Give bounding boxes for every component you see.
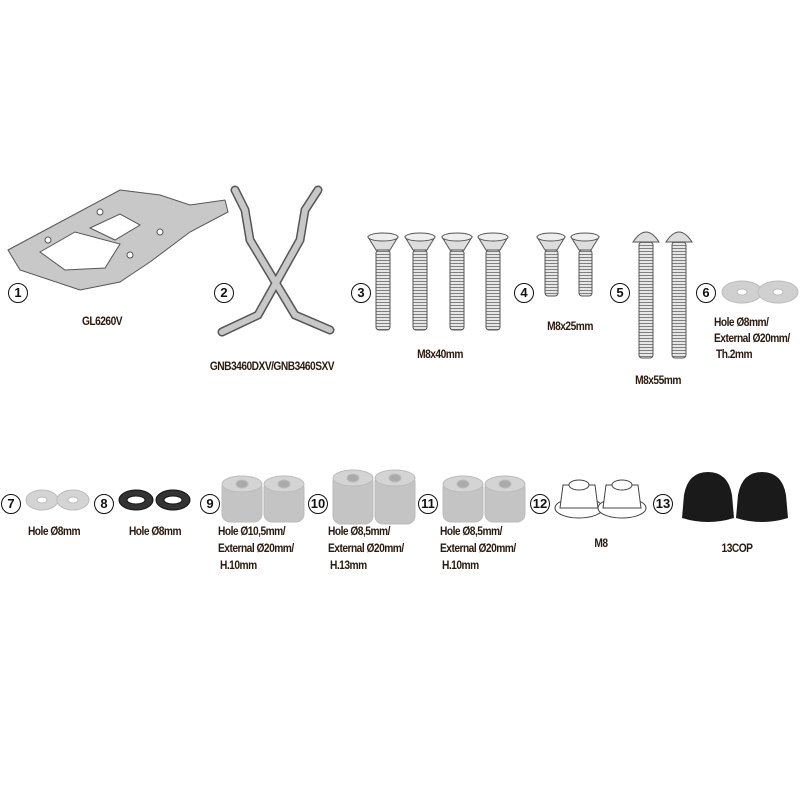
item-label-10-line-1: Hole Ø8,5mm/ <box>328 524 390 538</box>
spacers-item-11 <box>442 475 526 523</box>
spacers-item-9 <box>221 475 305 523</box>
item-label-11-line-2: External Ø20mm/ <box>440 541 516 555</box>
item-label-8: Hole Ø8mm <box>128 524 182 538</box>
plate-gl6260v <box>7 189 229 291</box>
item-label-9-line-3: H.10mm <box>220 558 257 572</box>
item-number-12: 12 <box>530 494 550 514</box>
item-label-3: M8x40mm <box>417 347 463 361</box>
washers-item-6 <box>721 280 799 304</box>
item-label-10-line-3: H.13mm <box>330 558 367 572</box>
item-label-10-line-2: External Ø20mm/ <box>328 541 404 555</box>
item-number-7: 7 <box>1 494 21 514</box>
item-label-4: M8x25mm <box>547 319 593 333</box>
item-label-2: GNB3460DXV/GNB3460SXV <box>209 359 335 373</box>
item-number-2: 2 <box>214 283 234 303</box>
item-label-1: GL6260V <box>81 314 123 328</box>
item-label-13: 13COP <box>721 541 753 555</box>
item-label-6-line-1: Hole Ø8mm/ <box>714 315 769 329</box>
bolts-m8x55 <box>632 231 693 359</box>
item-number-5: 5 <box>610 283 630 303</box>
washers-item-7 <box>25 489 90 511</box>
item-number-3: 3 <box>351 283 371 303</box>
item-label-9-line-2: External Ø20mm/ <box>218 541 294 555</box>
item-label-7: Hole Ø8mm <box>27 524 81 538</box>
item-number-9: 9 <box>200 494 220 514</box>
item-label-6-line-2: External Ø20mm/ <box>714 331 790 345</box>
spacers-item-10 <box>332 469 416 525</box>
item-label-12: M8 <box>594 536 608 550</box>
item-label-6-line-3: Th.2mm <box>716 347 753 361</box>
item-number-10: 10 <box>308 494 328 514</box>
item-number-13: 13 <box>653 494 673 514</box>
bolts-m8x40 <box>367 232 509 331</box>
nuts-m8 <box>554 479 647 519</box>
bolts-m8x25 <box>536 232 600 297</box>
item-label-9-line-1: Hole Ø10,5mm/ <box>218 524 286 538</box>
item-label-11-line-1: Hole Ø8,5mm/ <box>440 524 502 538</box>
spring-washers-item-8 <box>118 489 191 511</box>
item-number-11: 11 <box>418 494 438 514</box>
item-label-11-line-3: H.10mm <box>442 558 479 572</box>
item-number-4: 4 <box>514 283 534 303</box>
item-label-5: M8x55mm <box>635 373 681 387</box>
item-number-8: 8 <box>94 494 114 514</box>
brackets-gnb3460 <box>217 185 335 337</box>
item-number-6: 6 <box>696 283 716 303</box>
caps-13cop <box>682 472 788 522</box>
item-number-1: 1 <box>8 283 28 303</box>
